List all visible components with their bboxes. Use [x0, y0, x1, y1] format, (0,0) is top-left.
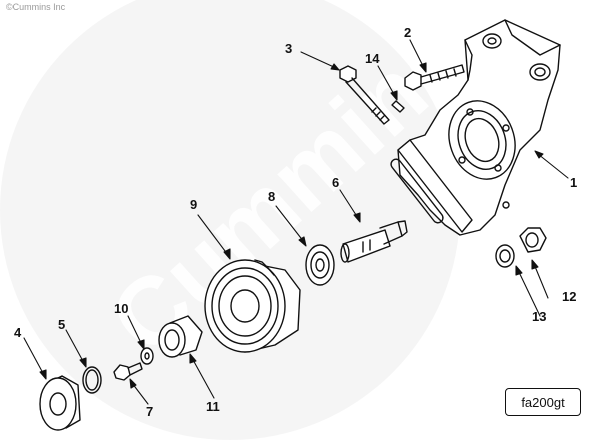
callout-4: 4 [14, 325, 22, 340]
o-ring-part-5 [82, 366, 102, 394]
callout-6: 6 [332, 175, 340, 190]
callout-9: 9 [190, 197, 198, 212]
callout-11: 11 [206, 399, 220, 414]
pulley-part-9 [204, 259, 301, 353]
cap-screw-part-2 [404, 64, 465, 91]
washer-part-10 [140, 347, 154, 365]
callout-1: 1 [570, 175, 578, 190]
callout-8: 8 [268, 189, 276, 204]
callout-7: 7 [146, 404, 154, 419]
shaft-part-6 [340, 220, 408, 263]
copyright-notice: ©Cummins Inc [6, 2, 66, 12]
nut-part-12 [519, 227, 547, 253]
callout-2: 2 [404, 25, 412, 40]
callout-10: 10 [114, 301, 129, 316]
figure-id-label: fa200gt [505, 388, 581, 416]
long-bolt-part-3 [339, 65, 390, 125]
dowel-pin-part-14 [391, 100, 405, 113]
cover-plate-part-4 [39, 375, 81, 431]
bearing-part-8 [305, 244, 335, 286]
spacer-part-11 [158, 315, 203, 358]
callout-5: 5 [58, 317, 66, 332]
watermark-shape [0, 0, 460, 440]
bracket-housing [390, 19, 561, 236]
washer-part-13 [495, 244, 515, 268]
callout-13: 13 [532, 309, 547, 324]
callout-12: 12 [562, 289, 577, 304]
leader-lines [23, 39, 569, 405]
screw-part-7 [113, 362, 143, 381]
callout-14: 14 [365, 51, 380, 66]
callout-3: 3 [285, 41, 293, 56]
